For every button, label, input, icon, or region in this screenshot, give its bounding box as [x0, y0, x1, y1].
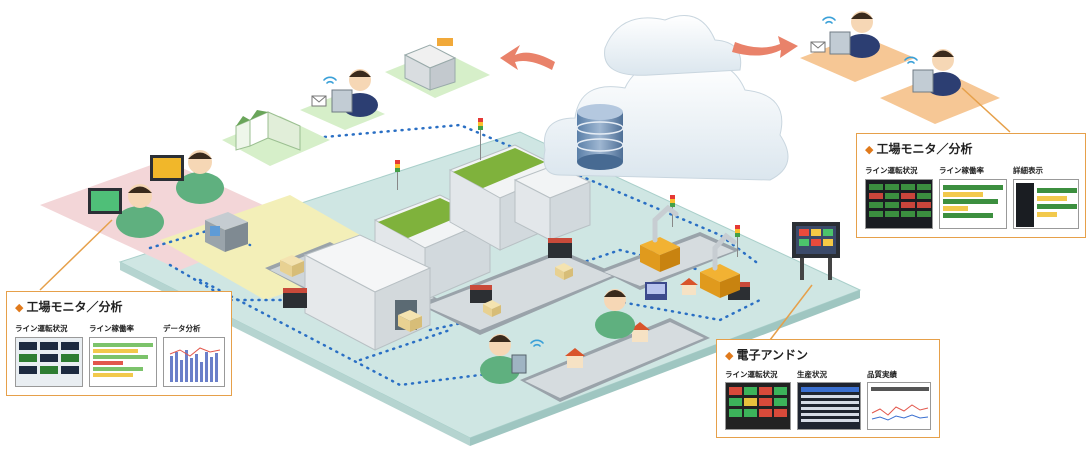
callout-electronic-andon: ◆電子アンドン ライン運転状況 生産状況 品質実績 — [716, 339, 940, 438]
callout-andon-caption-2: 生産状況 — [797, 370, 827, 379]
thumb-line-utilization — [89, 337, 157, 387]
callout-right-caption-3: 詳細表示 — [1013, 166, 1043, 175]
callout-right-caption-2: ライン稼働率 — [939, 166, 984, 175]
callout-left-title: ◆工場モニタ／分析 — [15, 300, 123, 314]
callout-left-factory-monitor: ◆工場モニタ／分析 ライン運転状況 ライン稼働率 データ分析 — [6, 291, 232, 396]
robot-arm-icon — [640, 204, 740, 298]
thumb-line-status — [865, 179, 933, 229]
thumb-detail-view — [1013, 179, 1079, 229]
callout-right-caption-1: ライン運転状況 — [865, 166, 918, 175]
floor-worker-right — [595, 282, 667, 339]
remote-workers-right — [800, 11, 1000, 124]
thumb-line-utilization — [939, 179, 1007, 229]
mail-icon — [311, 41, 826, 107]
thumb-andon-line-status — [725, 382, 791, 430]
wifi-icon — [323, 16, 918, 347]
production-machines — [283, 144, 750, 351]
floor-worker-left — [480, 334, 527, 384]
andon-board — [792, 222, 840, 280]
factory-icon — [222, 110, 330, 166]
house-icon — [565, 278, 698, 368]
left-office-workers — [88, 150, 224, 238]
reflow-oven — [303, 234, 432, 351]
diamond-icon: ◆ — [865, 143, 874, 156]
gateway-device — [205, 212, 248, 252]
office-building — [385, 38, 490, 98]
callout-left-caption-2: ライン稼働率 — [89, 324, 134, 333]
diamond-icon: ◆ — [725, 349, 734, 362]
callout-right-factory-monitor: ◆工場モニタ／分析 ライン運転状況 ライン稼働率 詳細表示 — [856, 133, 1086, 238]
diamond-icon: ◆ — [15, 301, 24, 314]
product-boxes — [280, 255, 573, 332]
callout-andon-title: ◆電子アンドン — [725, 348, 808, 362]
thumb-andon-quality — [867, 382, 931, 430]
thumb-data-analysis — [163, 337, 225, 387]
callout-andon-caption-3: 品質実績 — [867, 370, 897, 379]
callout-right-title: ◆工場モニタ／分析 — [865, 142, 973, 156]
database-icon — [576, 104, 624, 170]
thumb-andon-production — [797, 382, 861, 430]
callout-left-caption-3: データ分析 — [163, 324, 201, 333]
cloud-arrows — [500, 36, 798, 70]
callout-andon-caption-1: ライン運転状況 — [725, 370, 778, 379]
thumb-line-status — [15, 337, 83, 387]
callout-left-caption-1: ライン運転状況 — [15, 324, 68, 333]
callout-leader-lines — [39, 87, 1011, 341]
